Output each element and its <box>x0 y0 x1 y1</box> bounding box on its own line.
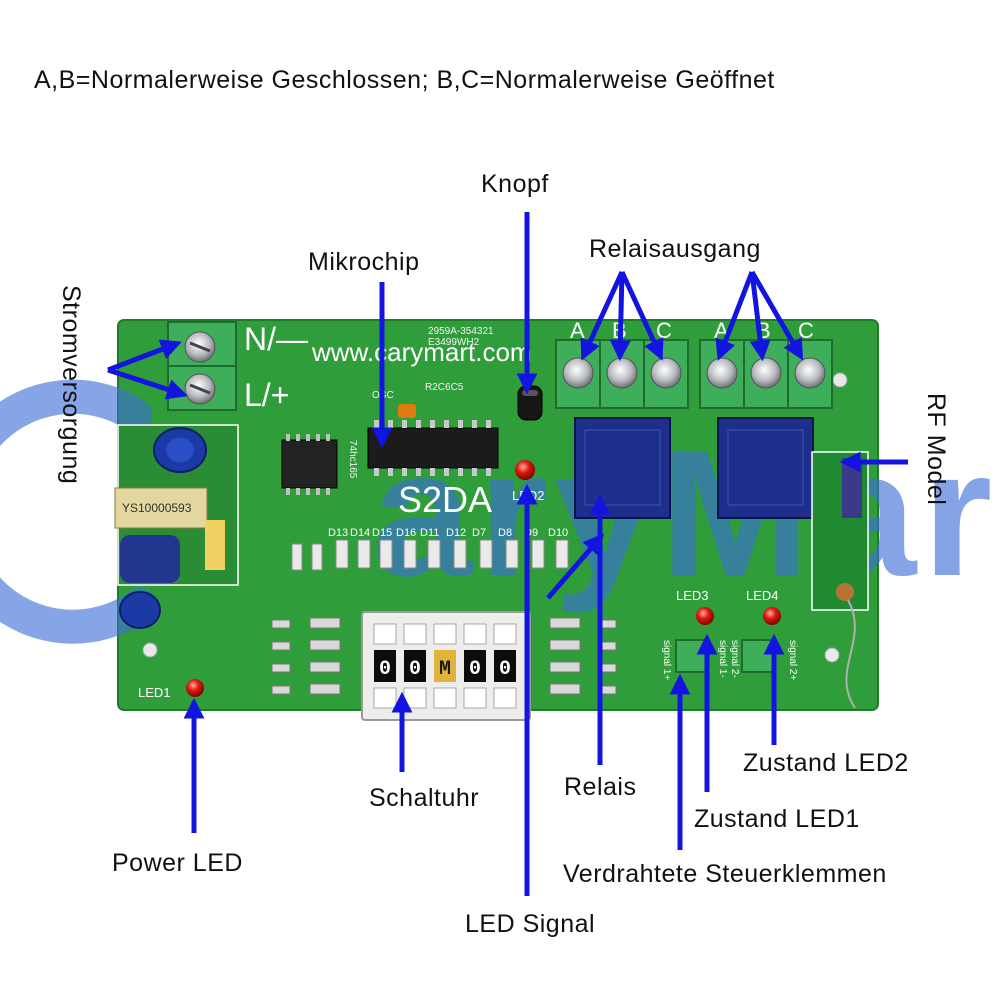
push-button <box>517 385 543 421</box>
mount-hole <box>824 647 840 663</box>
arrow-relais-mid <box>546 533 605 600</box>
led-mark: LED3 <box>676 588 709 603</box>
board-neutral-mark: N/— <box>244 321 308 357</box>
board-model: S2DA <box>398 479 492 520</box>
terminal-letter: C <box>656 318 672 343</box>
label-rf-model: RF Model <box>922 393 950 506</box>
label-relais: Relais <box>564 773 637 801</box>
ic-marking: 2959A-354321 <box>428 326 494 337</box>
power-supply-section <box>114 424 239 629</box>
dip-digit: 0 <box>469 658 481 681</box>
terminal-letter: C <box>798 318 814 343</box>
relay-terminal-block-2 <box>699 339 833 409</box>
header-title: A,B=Normalerweise Geschlossen; B,C=Norma… <box>34 66 775 94</box>
board-live-mark: L/+ <box>244 377 289 413</box>
power-terminal-block <box>167 321 237 411</box>
arrow-strom-2 <box>107 367 188 400</box>
diode-mark: D11 <box>420 527 439 539</box>
diode-mark: D14 <box>350 527 370 539</box>
label-mikrochip: Mikrochip <box>308 248 420 276</box>
diode-mark: D16 <box>396 527 416 539</box>
signal-mark: signal 1+ <box>661 640 672 680</box>
label-stromversorgung: Stromversorgung <box>57 285 85 485</box>
board-url: www.carymart.com <box>311 337 532 367</box>
resistor-bank <box>271 617 617 695</box>
annotation-arrows <box>107 212 908 896</box>
relay-1 <box>574 417 671 519</box>
status-led-1 <box>696 607 714 625</box>
relay-2 <box>717 417 814 519</box>
label-power-led: Power LED <box>112 849 243 877</box>
status-led-2 <box>763 607 781 625</box>
label-verdrahtete: Verdrahtete Steuerklemmen <box>563 860 887 888</box>
label-zustand-led2: Zustand LED2 <box>743 749 909 777</box>
signal-mark: signal 1- <box>717 640 728 678</box>
mount-hole <box>142 642 158 658</box>
arrow-relais-a1 <box>580 270 625 361</box>
diode-mark: D12 <box>446 527 466 539</box>
arrow-relais-b1 <box>609 271 631 362</box>
arrow-strom-1 <box>107 339 182 373</box>
shift-register-chip <box>281 434 338 495</box>
arrow-relais-c1 <box>619 270 664 361</box>
dip-digit: 0 <box>409 658 421 681</box>
arrow-relais-b2 <box>749 271 771 362</box>
terminal-letter: A <box>570 318 585 343</box>
arrow-relais-c2 <box>749 270 804 361</box>
led-mark: LED4 <box>746 588 779 603</box>
dip-digit: 0 <box>499 658 511 681</box>
label-knopf: Knopf <box>481 170 549 198</box>
diode-mark: D8 <box>498 527 512 539</box>
label-led-signal: LED Signal <box>465 910 596 938</box>
dip-digit: M <box>439 658 451 681</box>
power-led <box>186 679 204 697</box>
dip-digit: 0 <box>379 658 391 681</box>
rf-module <box>811 451 869 709</box>
signal-marks: signal 1+ signal 1-signal 2- signal 2+ <box>661 640 798 680</box>
diode-mark: D13 <box>328 527 348 539</box>
led-mark: LED1 <box>138 685 171 700</box>
transformer-code: YS10000593 <box>122 501 192 515</box>
signal-mark: signal 2- <box>729 640 740 678</box>
chip-code: 74hc165 <box>347 440 358 479</box>
arrow-relais-a2 <box>715 271 755 361</box>
label-relaisausgang: Relaisausgang <box>589 235 761 263</box>
label-schaltuhr: Schaltuhr <box>369 784 480 812</box>
ic-marking-2: E3499WH2 <box>428 337 480 348</box>
signal-mark: signal 2+ <box>787 640 798 680</box>
mount-hole <box>832 372 848 388</box>
diode-mark: D7 <box>472 527 486 539</box>
diode-row <box>291 539 569 571</box>
parts-marking: R2C6C5 <box>425 382 464 393</box>
signal-led <box>515 460 535 480</box>
label-zustand-led1: Zustand LED1 <box>694 805 860 833</box>
diode-mark: D15 <box>372 527 392 539</box>
diode-mark: D10 <box>548 527 568 539</box>
